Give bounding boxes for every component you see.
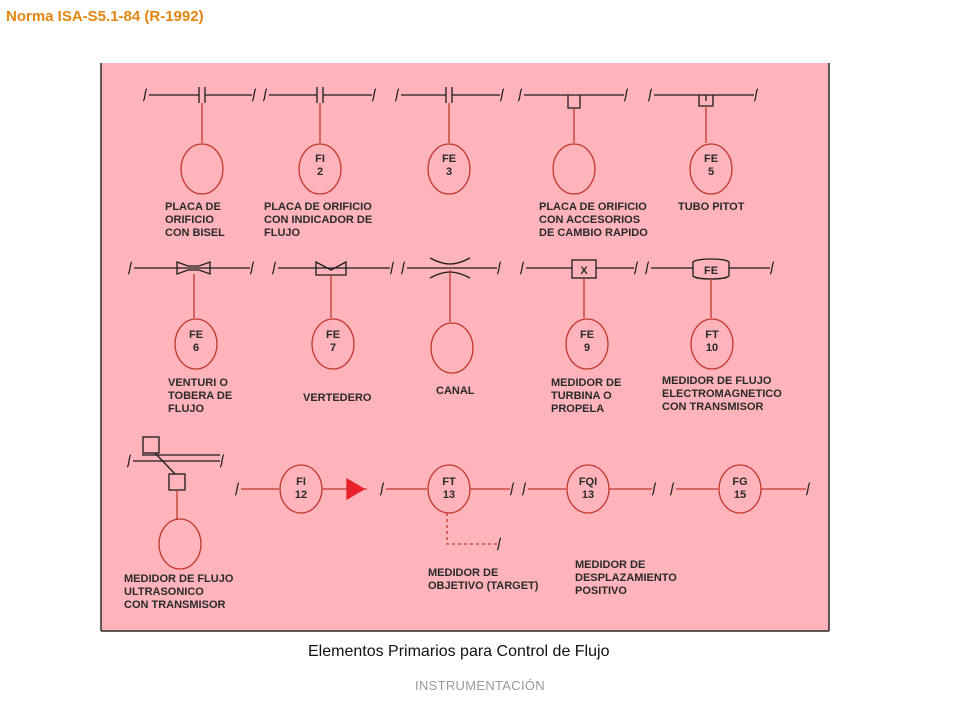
diagram-caption: Elementos Primarios para Control de Fluj… — [308, 643, 610, 660]
electromagnetico-inline-fe: FE — [704, 265, 718, 277]
diagram-panel — [101, 63, 829, 631]
symbol-fe-3 — [394, 87, 505, 195]
label-canal: CANAL — [436, 385, 475, 397]
symbol-fi-12 — [234, 464, 367, 514]
symbol-tubo-pitot — [647, 88, 759, 195]
symbol-venturi — [127, 261, 255, 370]
page-title: Norma ISA-S5.1-84 (R-1992) — [6, 8, 204, 25]
symbol-canal — [400, 257, 502, 374]
label-tubo-pitot: TUBO PITOT — [678, 201, 745, 213]
symbol-turbina — [519, 259, 639, 370]
symbol-electromagnetico — [644, 258, 775, 370]
turbina-inline-mark: X — [580, 265, 588, 277]
symbol-desplazamiento — [521, 464, 657, 514]
symbol-placa-accesorios — [517, 88, 629, 195]
footer-text: INSTRUMENTACIÓN — [415, 678, 545, 693]
label-vertedero: VERTEDERO — [303, 392, 372, 404]
symbol-placa-bisel — [142, 87, 257, 195]
symbol-placa-indicador — [262, 87, 377, 195]
symbol-vertedero — [271, 260, 395, 370]
symbol-fg-15 — [669, 464, 811, 514]
symbol-ultrasonico — [126, 436, 225, 570]
symbol-target — [379, 464, 515, 551]
